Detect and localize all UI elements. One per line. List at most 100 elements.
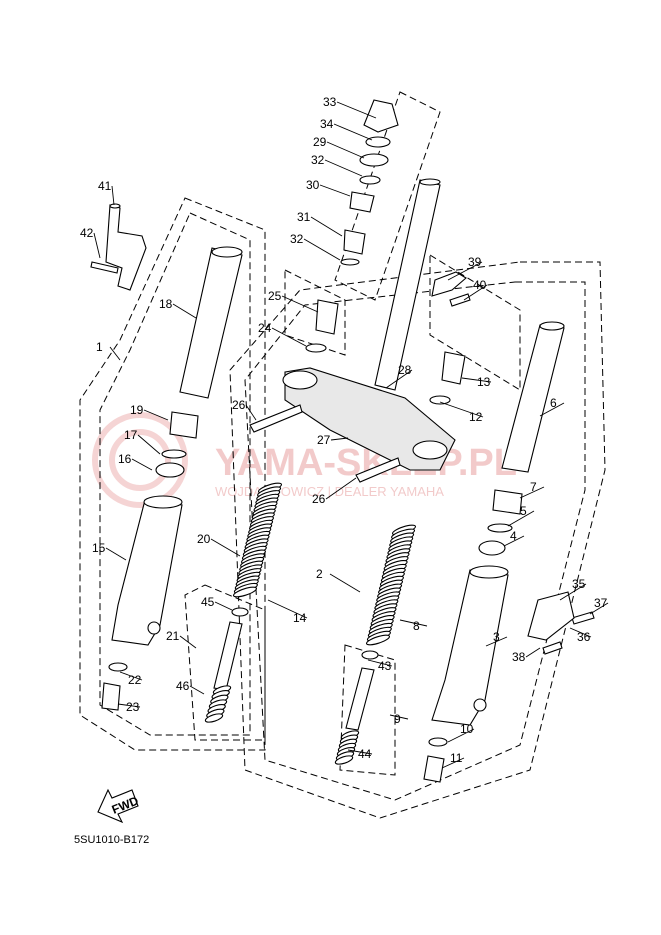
leader-line (485, 636, 508, 647)
part-number-45: 45 (201, 595, 215, 609)
leader-line (137, 434, 161, 455)
part-number-42: 42 (80, 226, 94, 240)
leader-line (336, 101, 377, 119)
part-number-26: 26 (312, 492, 326, 506)
part-number-17: 17 (124, 428, 138, 442)
part-number-32: 32 (290, 232, 304, 246)
leader-line (179, 635, 197, 649)
leader-line (399, 619, 428, 627)
leader-line (589, 602, 609, 615)
hose-holder (105, 203, 147, 291)
part-number-6: 6 (550, 396, 557, 410)
leader-line (111, 185, 115, 206)
part-number-43: 43 (378, 659, 392, 673)
part-number-13: 13 (477, 375, 491, 389)
leader-line (367, 659, 393, 667)
spring-coil (334, 755, 354, 765)
leader-line (441, 757, 465, 769)
leader-line (119, 671, 143, 681)
leader-line (503, 535, 525, 547)
part-number-1: 1 (96, 340, 103, 354)
part-number-23: 23 (126, 700, 140, 714)
leader-line (326, 141, 365, 159)
part-number-7: 7 (530, 480, 537, 494)
part-number-31: 31 (297, 210, 311, 224)
left-outer-tube (111, 495, 183, 646)
leader-line (325, 477, 357, 500)
leader-line (330, 437, 349, 441)
leader-line (310, 216, 343, 237)
left-rebound-spring (204, 685, 232, 723)
part-number-35: 35 (572, 577, 586, 591)
part-number-9: 9 (394, 712, 401, 726)
spring-coil (204, 713, 224, 723)
part-number-3: 3 (493, 630, 500, 644)
part-number-19: 19 (130, 403, 144, 417)
part-number-8: 8 (413, 619, 420, 633)
right-inner-tube (501, 321, 565, 473)
part-number-32: 32 (311, 153, 325, 167)
part-number-24: 24 (258, 321, 272, 335)
right-spring (365, 524, 417, 646)
leader-line (267, 599, 308, 619)
left-inner-tube (179, 246, 243, 399)
callouts: 3334293230313241421812524283940131262627… (80, 95, 609, 769)
leader-line (447, 261, 483, 281)
leader-line (439, 401, 484, 418)
part-number-16: 16 (118, 452, 132, 466)
part-number-40: 40 (473, 278, 487, 292)
part-number-27: 27 (317, 433, 331, 447)
spring-coil (365, 634, 391, 646)
right-rebound-spring (334, 730, 360, 765)
part-number-44: 44 (358, 747, 372, 761)
leader-line (109, 346, 121, 361)
leader-line (539, 402, 565, 417)
part-number-38: 38 (512, 650, 526, 664)
watermark: YAMA-SKLEP.PL WOJDACHOWICZ | DEALER YAMA… (92, 412, 517, 508)
leader-line (324, 159, 363, 177)
spring-coil (232, 586, 258, 598)
part-number-20: 20 (197, 532, 211, 546)
part-number-5: 5 (520, 504, 527, 518)
leader-line (525, 647, 541, 658)
leader-line (463, 284, 488, 301)
leader-line (172, 303, 197, 319)
leader-line (131, 458, 153, 471)
diagram-code: 5SU1010-B172 (74, 834, 150, 846)
leader-line (461, 377, 492, 383)
part-number-25: 25 (268, 289, 282, 303)
left-spring (232, 482, 283, 598)
steering-head-parts (340, 99, 399, 266)
leader-line (245, 404, 257, 421)
leader-line (569, 627, 592, 638)
leader-line (117, 703, 141, 708)
leader-line (519, 486, 545, 499)
part-number-33: 33 (323, 95, 337, 109)
group-outlines (79, 91, 606, 819)
part-number-18: 18 (159, 297, 173, 311)
part-number-41: 41 (98, 179, 112, 193)
right-outer-tube (431, 565, 509, 726)
fwd-arrow-icon: FWD (97, 788, 141, 824)
part-number-14: 14 (293, 611, 307, 625)
part-number-46: 46 (176, 679, 190, 693)
bolts (90, 261, 595, 655)
part-number-39: 39 (468, 255, 482, 269)
leader-line (189, 685, 205, 695)
leader-line (93, 232, 101, 259)
part-number-26: 26 (232, 398, 246, 412)
part-number-4: 4 (510, 529, 517, 543)
leader-line (385, 369, 413, 389)
leader-line (319, 184, 351, 197)
leader-line (210, 538, 241, 557)
part-number-22: 22 (128, 673, 142, 687)
leader-line (303, 238, 341, 261)
leader-line (281, 295, 319, 313)
part-number-29: 29 (313, 135, 327, 149)
leader-line (214, 601, 233, 611)
leader-line (347, 749, 373, 755)
part-number-15: 15 (92, 541, 106, 555)
part-number-12: 12 (469, 410, 483, 424)
part-number-30: 30 (306, 178, 320, 192)
